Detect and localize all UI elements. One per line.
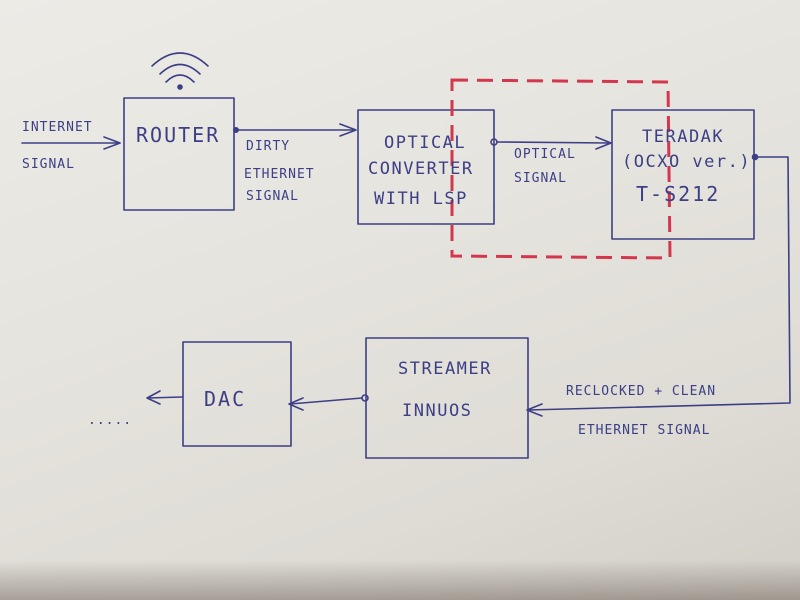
streamer-box [365,337,529,459]
dirty-label-line1: DIRTY [246,139,291,154]
optical-converter-box [357,109,495,225]
optical-signal-line2: SIGNAL [514,171,567,186]
teradak-box [611,109,755,240]
table-surface [0,560,800,600]
reclocked-label: RECLOCKED + CLEAN [566,384,717,399]
dac-box [182,341,292,447]
converter-label-line2: CONVERTER [368,159,474,179]
optical-signal-line1: OPTICAL [514,147,576,162]
internet-label-line2: SIGNAL [22,157,75,172]
converter-label-line1: OPTICAL [384,133,467,153]
dirty-label-line2: ETHERNET [244,167,315,182]
streamer-label-line2: INNUOS [402,401,473,421]
optical-signal-arrow [496,141,611,144]
dirty-label-line3: SIGNAL [246,189,299,204]
router-box [123,97,235,211]
dac-output-arrow [147,396,183,399]
converter-label-line3: WITH LSP [374,189,468,209]
clean-ethernet-arrow [527,156,791,411]
teradak-label-line2: (OCXO ver.) [622,152,752,172]
wifi-icon [151,52,209,90]
internet-label-line1: INTERNET [22,120,93,135]
router-label: ROUTER [136,123,221,147]
streamer-to-dac-arrow [289,397,363,405]
ethernet-signal-label: ETHERNET SIGNAL [578,423,711,438]
output-ellipsis: ..... [88,413,133,428]
streamer-label-line1: STREAMER [398,359,492,379]
dac-label: DAC [204,387,247,411]
teradak-label-line1: TERADAK [642,127,725,147]
teradak-label-line3: T-S212 [636,182,721,206]
